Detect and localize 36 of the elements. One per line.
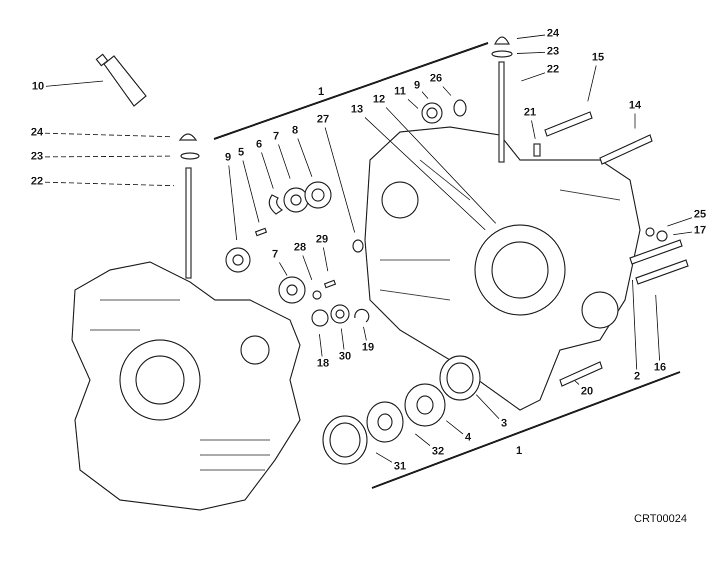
leader-line [261, 152, 274, 190]
leader-line [364, 117, 486, 230]
leader-line [376, 452, 392, 463]
leader-line [46, 80, 104, 87]
leader-line [278, 144, 291, 180]
leader-line [322, 247, 328, 272]
leader-line [324, 127, 356, 233]
leader-line [242, 160, 260, 223]
leader-line [386, 107, 496, 224]
leader-line [632, 280, 638, 370]
leader-line [531, 120, 536, 140]
leader-line [340, 328, 344, 350]
leader-line [672, 232, 692, 236]
leader-line [422, 91, 428, 100]
leader-line [44, 182, 174, 186]
leader-line [278, 262, 288, 276]
leader-line [44, 132, 170, 138]
leader-line [228, 165, 238, 241]
leader-line [302, 255, 312, 280]
leader-line [520, 72, 546, 82]
leader-line [516, 52, 546, 54]
leader-line [442, 86, 452, 96]
leader-line [297, 138, 312, 178]
leader-line [476, 394, 500, 420]
leader-line [363, 326, 367, 341]
leader-line [655, 294, 660, 361]
leader-line [634, 113, 636, 129]
leader-line [516, 34, 546, 39]
leader-line [587, 65, 597, 102]
leader-line [574, 380, 580, 385]
leader-line [446, 420, 464, 434]
leader-line [414, 433, 430, 446]
leader-line [44, 156, 170, 158]
leader-line [666, 217, 692, 227]
leader-line [318, 334, 323, 357]
leader-line [408, 98, 418, 109]
